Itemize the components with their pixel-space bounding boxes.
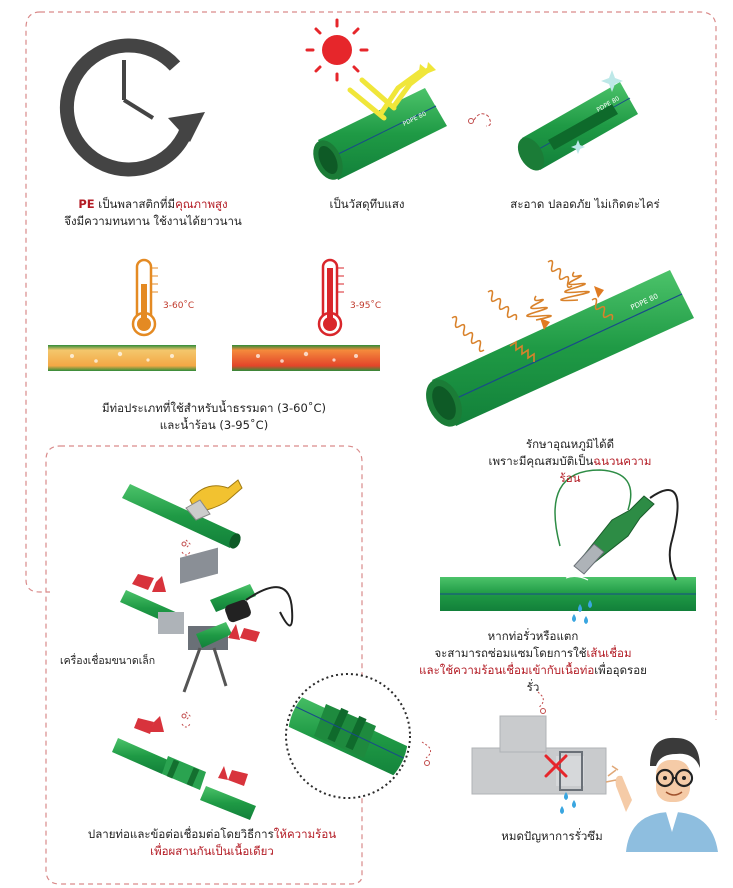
caption-weld: ปลายท่อและข้อต่อเชื่อมต่อโดยวิธีการให้คว… <box>87 827 337 858</box>
press-arrow-icons <box>132 574 260 642</box>
thermometer-hot-icon <box>317 258 344 337</box>
opaque-pipe: PDPE 80 <box>313 88 447 180</box>
caption-clean: สะอาด ปลอดภัย ไม่เกิดตะไคร่ <box>510 197 660 211</box>
hot-pipe-section <box>232 345 380 371</box>
caption-no-leak: หมดปัญหาการรั่วซึม <box>501 829 603 843</box>
cold-pipe-section <box>48 345 196 371</box>
insulated-pipe: PDPE 80 <box>426 270 694 427</box>
welder-label: เครื่องเชื่อมขนาดเล็ก <box>60 655 156 667</box>
cross-icon <box>544 754 568 778</box>
welding-machine <box>120 547 294 693</box>
inner-dashed-frame <box>45 445 363 885</box>
caption-pe-quality: PE เป็นพลาสติกที่มีคุณภาพสูง จึงมีความทน… <box>64 197 242 228</box>
temp-hot-label: 3-95˚C <box>350 301 382 311</box>
heat-gun-repair <box>440 469 696 611</box>
temp-cold-label: 3-60˚C <box>163 301 195 311</box>
brand-pe: PE <box>78 197 95 211</box>
caption-hot-cold: มีท่อประเภทที่ใช้สำหรับน้ำธรรมดา (3-60˚C… <box>101 401 327 432</box>
caption-insulation: รักษาอุณหภูมิได้ดี เพราะมีคุณสมบัติเป็นฉ… <box>488 437 652 485</box>
heat-waves-icon <box>451 259 614 362</box>
mascot-avatar <box>605 737 718 852</box>
thermometer-cold-icon <box>131 258 158 337</box>
pipe-cutter <box>122 479 243 549</box>
caption-repair: หากท่อรั่วหรือแตก จะสามารถซ่อมแซมโดยการใ… <box>419 629 647 694</box>
zoom-detail <box>285 673 411 799</box>
clock-icon <box>59 38 205 177</box>
sun-icon <box>305 18 369 82</box>
tee-fitting <box>471 715 607 795</box>
water-drops-icon <box>572 600 592 624</box>
clean-pipe: PDPE 80 <box>517 70 638 171</box>
caption-opaque: เป็นวัสดุทึบแสง <box>329 197 405 211</box>
joined-pipes <box>112 738 256 820</box>
outer-dashed-frame <box>40 11 717 720</box>
